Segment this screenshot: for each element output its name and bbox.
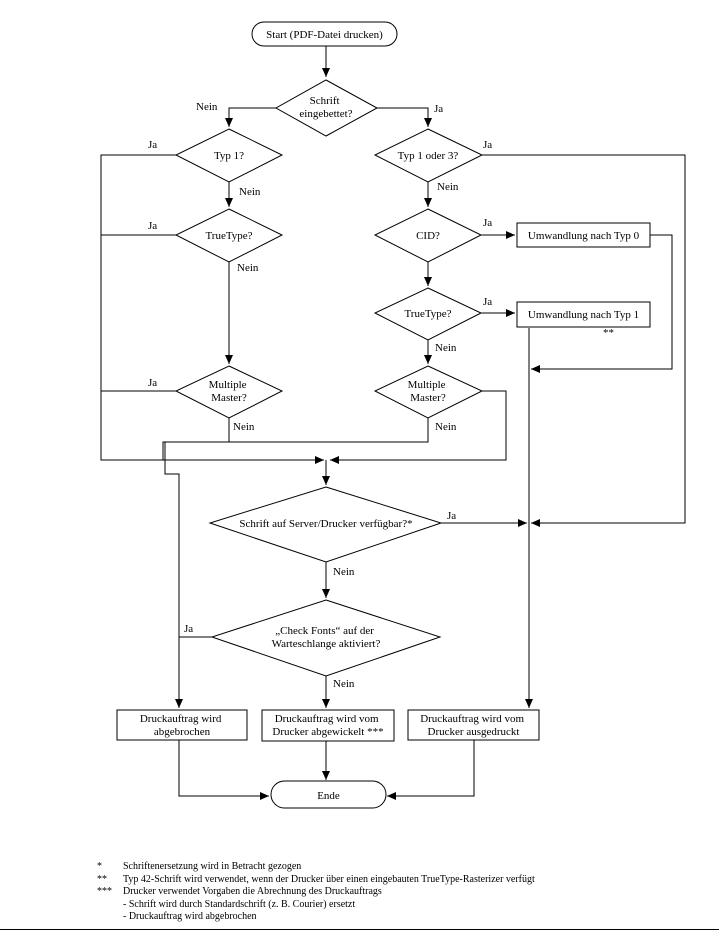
label-yes-truetype-right: Ja [483,296,492,308]
footnote-3-mark: *** [97,886,112,898]
footnote-2: ** Typ 42-Schrift wird verwendet, wenn d… [97,874,535,887]
decision-cid-label: CID? [416,230,440,242]
label-double-star: ** [603,327,614,339]
process-job-processed: Druckauftrag wird vom Drucker abgewickel… [261,709,395,742]
end-terminal: Ende [270,780,387,809]
decision-multiple-master-left-label: Multiple Master? [209,379,250,404]
decision-embedded: Schrift eingebettet? [274,79,379,137]
decision-type1: Typ 1? [174,128,284,183]
label-yes-cid: Ja [483,217,492,229]
label-yes-checkfonts: Ja [184,623,193,635]
decision-multiple-master-left: Multiple Master? [174,365,284,419]
label-no-checkfonts: Nein [333,678,355,690]
process-convert-type0-label: Umwandlung nach Typ 0 [528,230,640,242]
process-job-aborted: Druckauftrag wird abgebrochen [116,709,248,741]
footnote-3-text: Drucker verwendet Vorgaben die Abrechnun… [123,886,382,898]
decision-cid: CID? [373,208,483,263]
decision-check-fonts: „Check Fonts“ auf der Warteschlange akti… [210,599,442,677]
process-job-printed-label: Druckauftrag wird vom Drucker ausgedruck… [420,713,527,738]
footnotes: * Schriftenersetzung wird in Betracht ge… [97,861,535,924]
label-no-mm-left: Nein [233,421,255,433]
decision-font-available-label: Schrift auf Server/Drucker verfügbar?* [239,518,412,530]
footnote-3: *** Drucker verwendet Vorgaben die Abrec… [97,886,535,899]
label-no-embedded: Nein [196,101,218,113]
label-no-type1or3: Nein [437,181,459,193]
decision-truetype-left-label: TrueType? [205,230,252,242]
footnote-1-mark: * [97,861,102,872]
label-yes-truetype-left: Ja [148,220,157,232]
process-convert-type0: Umwandlung nach Typ 0 [516,222,651,248]
footnote-1: * Schriftenersetzung wird in Betracht ge… [97,861,535,874]
decision-font-available: Schrift auf Server/Drucker verfügbar?* [208,486,443,563]
label-yes-type1: Ja [148,139,157,151]
decision-truetype-right: TrueType? [373,287,483,341]
decision-multiple-master-right: Multiple Master? [373,365,484,419]
end-label: Ende [317,790,340,802]
start-terminal: Start (PDF-Datei drucken) [251,21,398,47]
footnote-2-text: Typ 42-Schrift wird verwendet, wenn der … [123,873,535,885]
label-no-truetype-left: Nein [237,262,259,274]
process-convert-type1: Umwandlung nach Typ 1 [516,301,651,328]
footnote-2-mark: ** [97,873,107,885]
process-job-printed: Druckauftrag wird vom Drucker ausgedruck… [407,709,540,741]
flowchart: Start (PDF-Datei drucken) Ende Schrift e… [100,21,686,809]
label-yes-available: Ja [447,510,456,522]
footnote-1-text: Schriftenersetzung wird in Betracht gezo… [123,861,302,872]
decision-embedded-label: Schrift eingebettet? [299,95,352,120]
label-yes-type1or3: Ja [483,139,492,151]
branch-labels: Nein Ja Ja Nein Ja Nein Ja Nein Ja Nein … [148,101,614,690]
bottom-rule [0,929,719,930]
start-label: Start (PDF-Datei drucken) [266,29,383,41]
label-no-type1: Nein [239,186,261,198]
decision-truetype-left: TrueType? [174,208,284,263]
decision-type1-or-3: Typ 1 oder 3? [373,128,484,183]
decision-type1-label: Typ 1? [214,150,244,162]
label-no-truetype-right: Nein [435,342,457,354]
process-job-aborted-label: Druckauftrag wird abgebrochen [140,713,224,738]
label-yes-mm-left: Ja [148,377,157,389]
footnote-3-subitem-1: - Schrift wird durch Standardschrift (z.… [123,898,356,910]
decision-truetype-right-label: TrueType? [404,308,451,320]
label-no-available: Nein [333,566,355,578]
footnote-3-subitem-2: - Druckauftrag wird abgebrochen [123,911,257,923]
process-job-processed-label: Druckauftrag wird vom Drucker abgewickel… [272,713,383,738]
decision-multiple-master-right-label: Multiple Master? [408,379,449,404]
decision-type1-or-3-label: Typ 1 oder 3? [398,150,459,162]
label-no-mm-right: Nein [435,421,457,433]
label-yes-embedded: Ja [434,103,443,115]
decision-check-fonts-label: „Check Fonts“ auf der Warteschlange akti… [272,625,381,650]
process-convert-type1-label: Umwandlung nach Typ 1 [528,309,639,321]
connectors [100,46,686,800]
